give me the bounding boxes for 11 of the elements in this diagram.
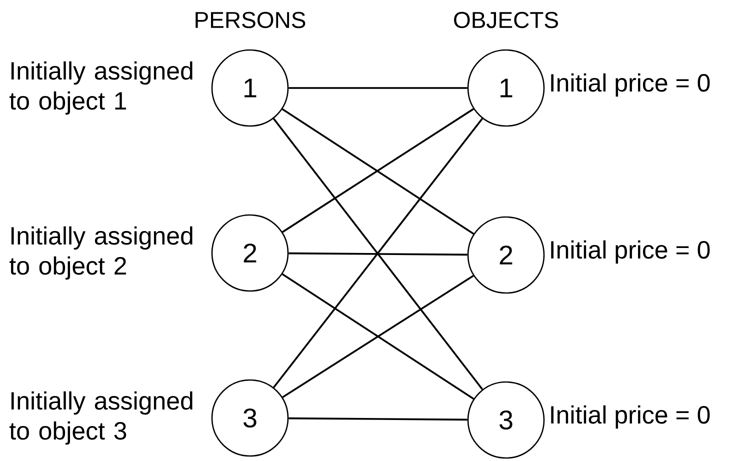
beside-label: Initial price = 0	[551, 405, 710, 429]
beside-label: Initial price = 0	[551, 240, 710, 264]
column-heading: PERSONS	[196, 12, 306, 28]
beside-label: Initial price = 0	[551, 73, 710, 97]
connector-line	[288, 87, 468, 89]
beside-label: Initially assigned to object 3	[10, 391, 192, 445]
beside-label: Initially assigned to object 1	[10, 61, 192, 115]
connector-line	[288, 252, 468, 256]
column-heading: OBJECTS	[454, 12, 558, 28]
connector-line	[288, 417, 468, 421]
beside-label: Initially assigned to object 2	[10, 226, 192, 280]
